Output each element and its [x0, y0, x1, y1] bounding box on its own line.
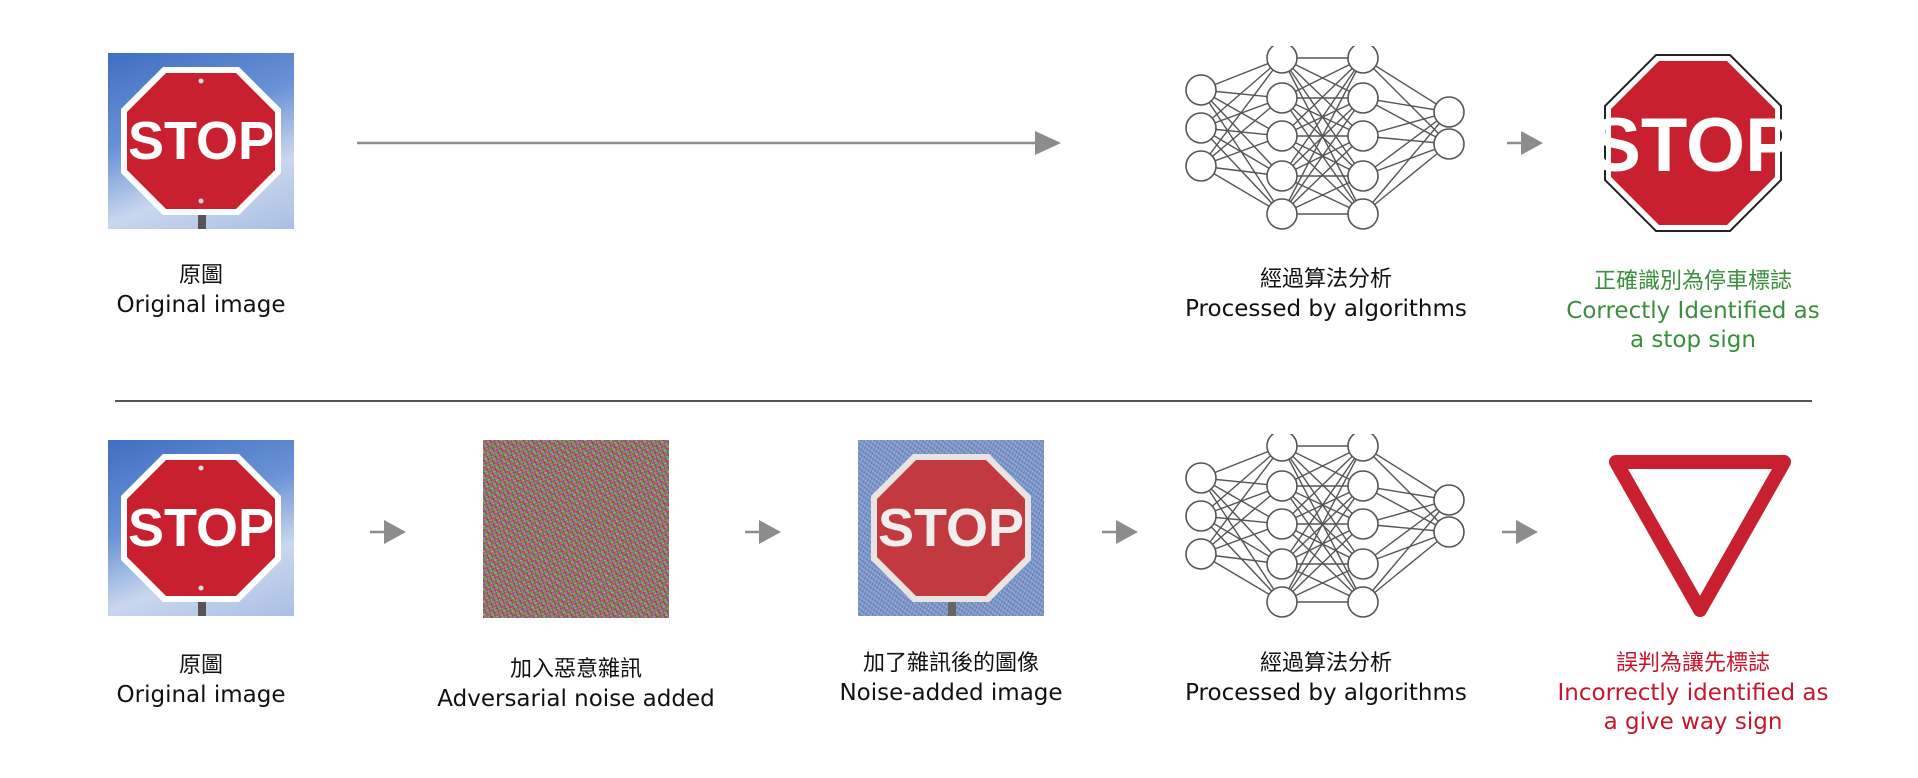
nn-node	[1266, 82, 1298, 114]
nn-node	[1433, 128, 1465, 160]
svg-text:STOP: STOP	[128, 111, 274, 171]
incorrect-result-label: 誤判為讓先標誌 Incorrectly identified as a give…	[1557, 651, 1829, 736]
nn-node	[1266, 508, 1298, 540]
processed-label-2: 經過算法分析 Processed by algorithms	[1185, 651, 1467, 706]
original-image-label-2: 原圖 Original image	[116, 653, 286, 708]
nn-node	[1266, 120, 1298, 152]
neural-network-icon	[1185, 46, 1465, 230]
short-arrow	[370, 520, 406, 544]
nn-connection	[1281, 97, 1364, 215]
nn-connection	[1362, 499, 1450, 565]
noisy-stop-sign-photo: STOP	[871, 454, 1031, 616]
nn-connection	[1362, 445, 1450, 501]
nn-connection	[1200, 97, 1283, 167]
stop-sign-photo: STOP	[121, 454, 281, 616]
original-image-photo: STOP	[108, 53, 294, 229]
neural-network-icon	[1185, 434, 1465, 618]
nn-node	[1347, 120, 1379, 152]
short-arrow	[1102, 520, 1138, 544]
nn-connection	[1362, 111, 1450, 177]
noise-added-image: STOP	[858, 440, 1044, 616]
nn-node	[1433, 516, 1465, 548]
nn-node	[1185, 462, 1217, 494]
nn-connection	[1362, 97, 1450, 145]
stop-sign-icon: STOP	[1603, 54, 1783, 232]
svg-text:STOP: STOP	[878, 498, 1024, 558]
long-arrow	[357, 131, 1061, 155]
nn-connection	[1362, 143, 1450, 215]
nn-node	[1347, 548, 1379, 580]
nn-node	[1347, 434, 1379, 462]
nn-node	[1347, 508, 1379, 540]
row-divider	[115, 400, 1812, 402]
nn-node	[1185, 74, 1217, 106]
nn-connection	[1281, 57, 1364, 215]
nn-connection	[1281, 135, 1364, 215]
nn-node	[1185, 500, 1217, 532]
nn-connection	[1362, 111, 1450, 215]
noise-label: 加入惡意雜訊 Adversarial noise added	[437, 657, 715, 712]
nn-node	[1266, 548, 1298, 580]
correct-result-label: 正確識別為停車標誌 Correctly Identified as a stop…	[1566, 269, 1820, 354]
nn-connection	[1362, 485, 1450, 533]
noise-added-label: 加了雜訊後的圖像 Noise-added image	[839, 651, 1063, 706]
nn-connection	[1362, 57, 1450, 113]
nn-connection	[1200, 485, 1283, 555]
nn-connection	[1200, 477, 1283, 565]
nn-connection	[1200, 57, 1283, 167]
stop-sign-photo: STOP	[121, 67, 281, 229]
nn-connection	[1281, 57, 1364, 177]
nn-node	[1266, 586, 1298, 618]
nn-node	[1266, 160, 1298, 192]
nn-connection	[1281, 445, 1364, 525]
processed-label-1: 經過算法分析 Processed by algorithms	[1185, 267, 1467, 322]
nn-connection	[1362, 531, 1450, 603]
short-arrow	[1502, 520, 1538, 544]
adversarial-noise-image	[483, 440, 669, 618]
nn-node	[1266, 434, 1298, 462]
short-arrow	[745, 520, 781, 544]
nn-node	[1347, 586, 1379, 618]
nn-connection	[1200, 445, 1283, 555]
nn-node	[1347, 82, 1379, 114]
nn-connection	[1281, 445, 1364, 603]
nn-node	[1347, 46, 1379, 74]
svg-text:STOP: STOP	[1603, 103, 1783, 188]
nn-node	[1185, 150, 1217, 182]
nn-node	[1266, 470, 1298, 502]
nn-node	[1185, 112, 1217, 144]
nn-connection	[1200, 445, 1283, 517]
nn-connection	[1200, 89, 1283, 177]
nn-connection	[1281, 523, 1364, 603]
nn-node	[1347, 470, 1379, 502]
nn-node	[1347, 160, 1379, 192]
nn-connection	[1281, 485, 1364, 603]
nn-connection	[1362, 499, 1450, 603]
nn-node	[1266, 198, 1298, 230]
original-image-photo-2: STOP	[108, 440, 294, 616]
nn-connection	[1281, 445, 1364, 565]
nn-node	[1185, 538, 1217, 570]
give-way-sign-icon	[1609, 455, 1791, 617]
nn-node	[1266, 46, 1298, 74]
svg-text:STOP: STOP	[128, 498, 274, 558]
nn-connection	[1281, 57, 1364, 137]
short-arrow	[1507, 131, 1543, 155]
nn-node	[1433, 484, 1465, 516]
nn-node	[1347, 198, 1379, 230]
nn-connection	[1200, 57, 1283, 129]
nn-node	[1433, 96, 1465, 128]
original-image-label: 原圖 Original image	[116, 263, 286, 318]
